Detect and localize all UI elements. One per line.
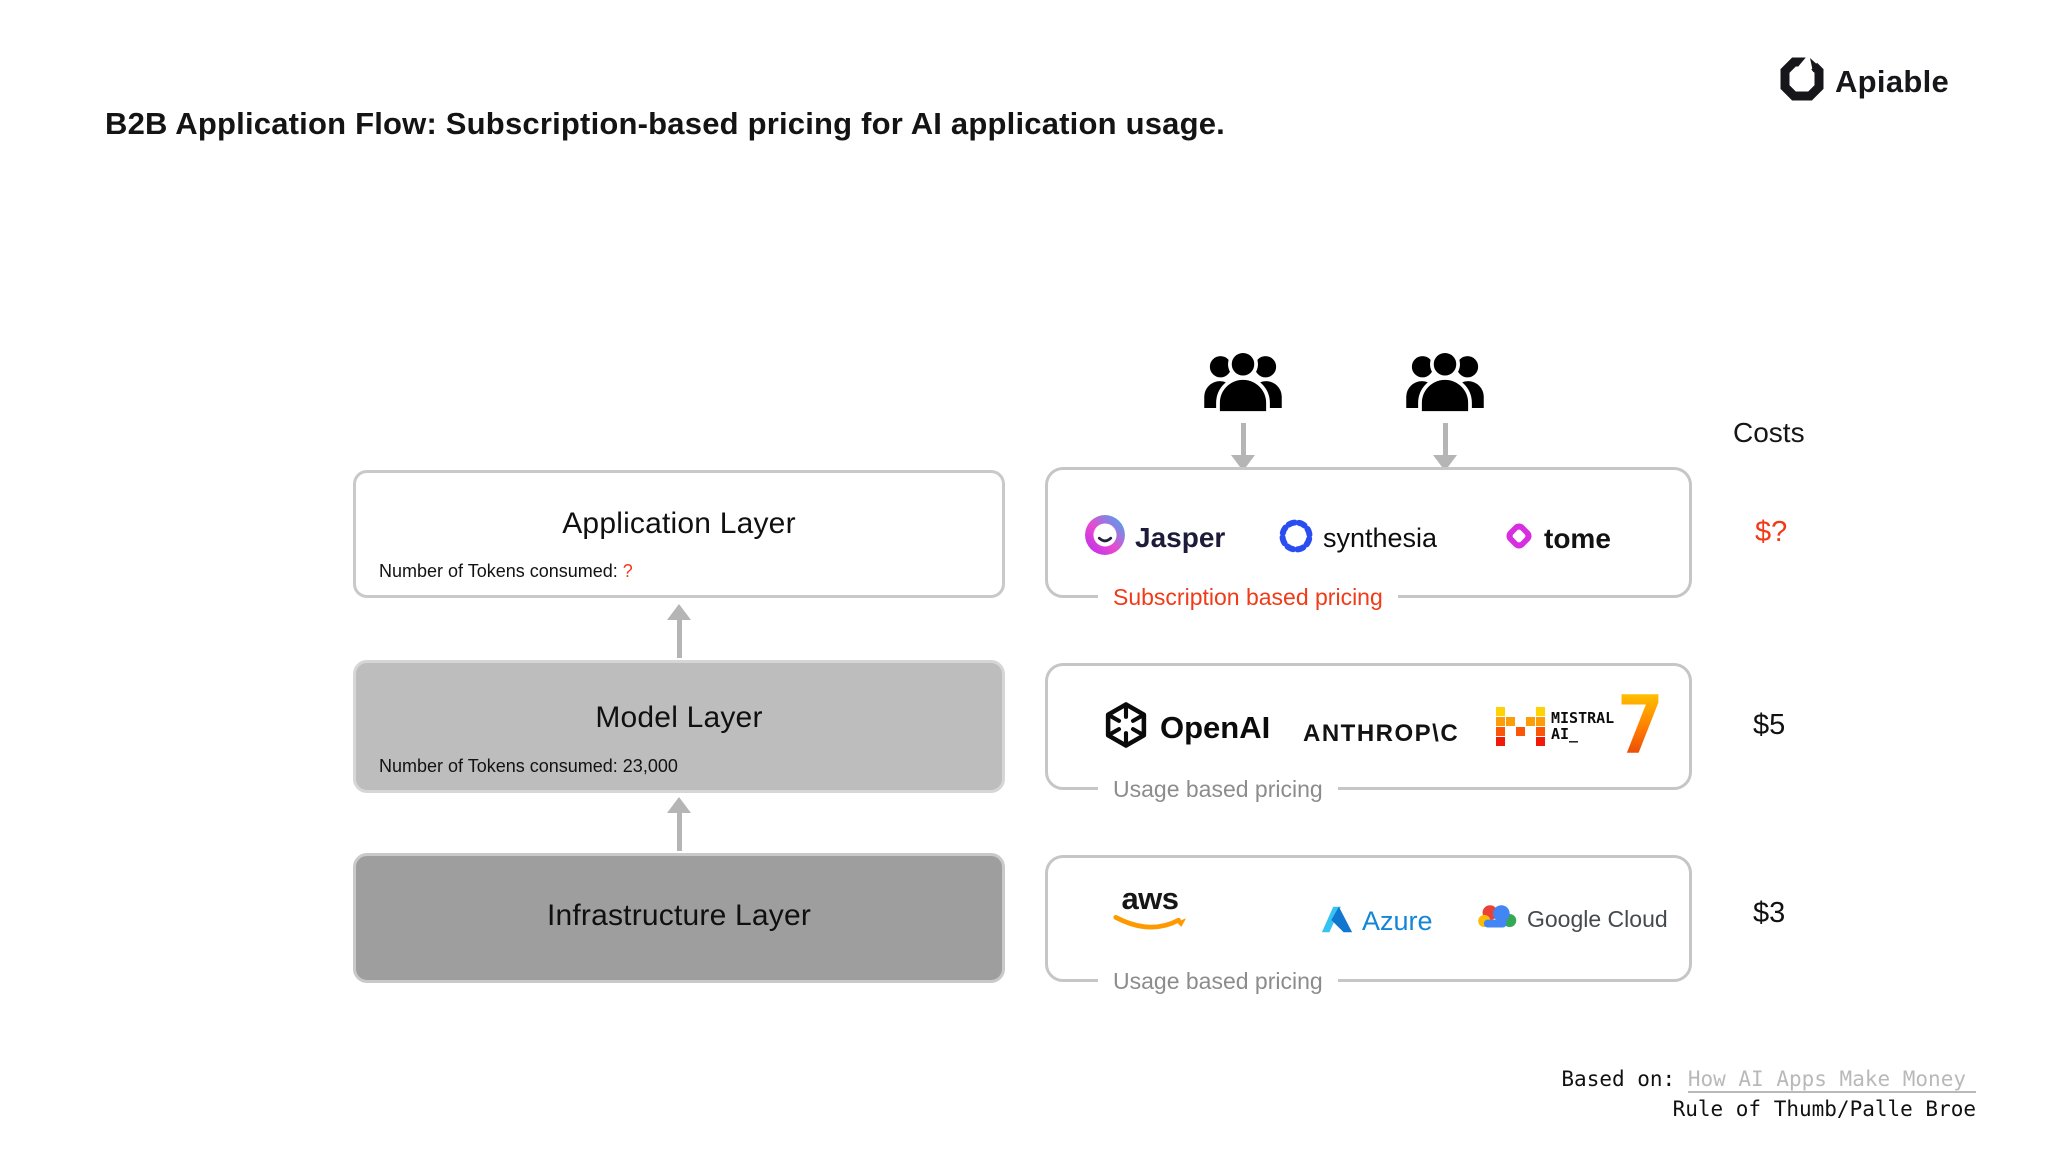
synthesia-icon: [1276, 516, 1316, 561]
jasper-label: Jasper: [1135, 521, 1226, 553]
model-tokens: Number of Tokens consumed: 23,000: [379, 756, 678, 777]
model-providers-box: OpenAI ANTHROP\C MISTRAL AI_ 7 Usage bas…: [1045, 663, 1692, 803]
infrastructure-layer-title: Infrastructure Layer: [546, 899, 812, 932]
model-to-app-arrow: [667, 604, 691, 658]
infra-to-model-arrow: [667, 797, 691, 851]
infrastructure-layer-box: Infrastructure Layer: [353, 853, 1005, 983]
google-cloud-label: Google Cloud: [1527, 906, 1668, 932]
google-cloud-logo: Google Cloud: [1476, 902, 1668, 937]
aws-smile-icon: [1112, 914, 1188, 939]
users-icon: [1405, 348, 1485, 423]
mistral-line1: MISTRAL: [1551, 709, 1615, 727]
synthesia-label: synthesia: [1323, 523, 1438, 553]
openai-label: OpenAI: [1160, 709, 1271, 745]
subscription-pricing-label: Subscription based pricing: [1098, 584, 1398, 611]
attribution: Based on: How AI Apps Make Money Rule of…: [1561, 1064, 1976, 1124]
synthesia-logo: synthesia: [1276, 516, 1437, 561]
aws-logo: aws: [1112, 881, 1188, 939]
tome-icon: [1500, 517, 1538, 560]
infrastructure-providers-box: aws Azure: [1045, 855, 1692, 995]
application-layer-title: Application Layer: [562, 507, 796, 540]
openai-icon: [1100, 699, 1152, 756]
tokens-value: ?: [622, 561, 633, 581]
cost-infrastructure: $3: [1753, 897, 1786, 929]
source-link[interactable]: How AI Apps Make Money: [1687, 1067, 1976, 1093]
mistral-seven: 7: [1616, 679, 1665, 772]
jasper-icon: [1084, 514, 1126, 561]
jasper-logo: Jasper: [1084, 514, 1225, 561]
apiable-icon: [1779, 49, 1825, 107]
usage-pricing-label: Usage based pricing: [1098, 776, 1338, 803]
tokens-label: Number of Tokens consumed:: [379, 561, 623, 581]
costs-header: Costs: [1733, 417, 1805, 448]
tome-logo: tome: [1500, 517, 1611, 560]
azure-label: Azure: [1362, 906, 1433, 936]
brand-logo: Apiable: [1779, 49, 1950, 107]
model-layer-box: Model Layer Number of Tokens consumed: 2…: [353, 660, 1005, 793]
anthropic-label: ANTHROP\C: [1303, 720, 1460, 747]
aws-label: aws: [1121, 881, 1179, 916]
tokens-value: 23,000: [622, 756, 678, 776]
application-providers-box: Jasper synthesia tome Subscription based…: [1045, 467, 1692, 611]
mistral-line2: AI_: [1551, 725, 1579, 743]
users-to-apps-arrow: [1433, 423, 1457, 471]
tokens-label: Number of Tokens consumed:: [379, 756, 623, 776]
google-cloud-icon: [1476, 902, 1518, 937]
attribution-line1: Based on: How AI Apps Make Money: [1561, 1064, 1976, 1094]
brand-name: Apiable: [1835, 63, 1950, 99]
cost-application: $?: [1755, 516, 1788, 548]
usage-pricing-label: Usage based pricing: [1098, 968, 1338, 995]
attribution-line2: Rule of Thumb/Palle Broe: [1672, 1097, 1976, 1121]
anthropic-logo: ANTHROP\C: [1303, 720, 1459, 748]
cost-model: $5: [1753, 709, 1786, 741]
mistral-icon: [1496, 706, 1545, 746]
based-on-label: Based on:: [1561, 1067, 1688, 1091]
tome-label: tome: [1544, 522, 1611, 554]
openai-logo: OpenAI: [1100, 699, 1270, 756]
users-to-apps-arrow: [1231, 423, 1255, 471]
application-tokens: Number of Tokens consumed: ?: [379, 561, 633, 582]
users-icon: [1203, 348, 1283, 423]
model-layer-title: Model Layer: [595, 701, 763, 734]
mistral-logo: MISTRAL AI_ 7: [1496, 679, 1665, 772]
mistral-wordmark: MISTRAL AI_: [1551, 710, 1614, 742]
azure-logo: Azure: [1320, 904, 1433, 939]
page-title: B2B Application Flow: Subscription-based…: [105, 106, 1225, 141]
azure-icon: [1320, 904, 1354, 939]
application-layer-box: Application Layer Number of Tokens consu…: [353, 470, 1005, 598]
